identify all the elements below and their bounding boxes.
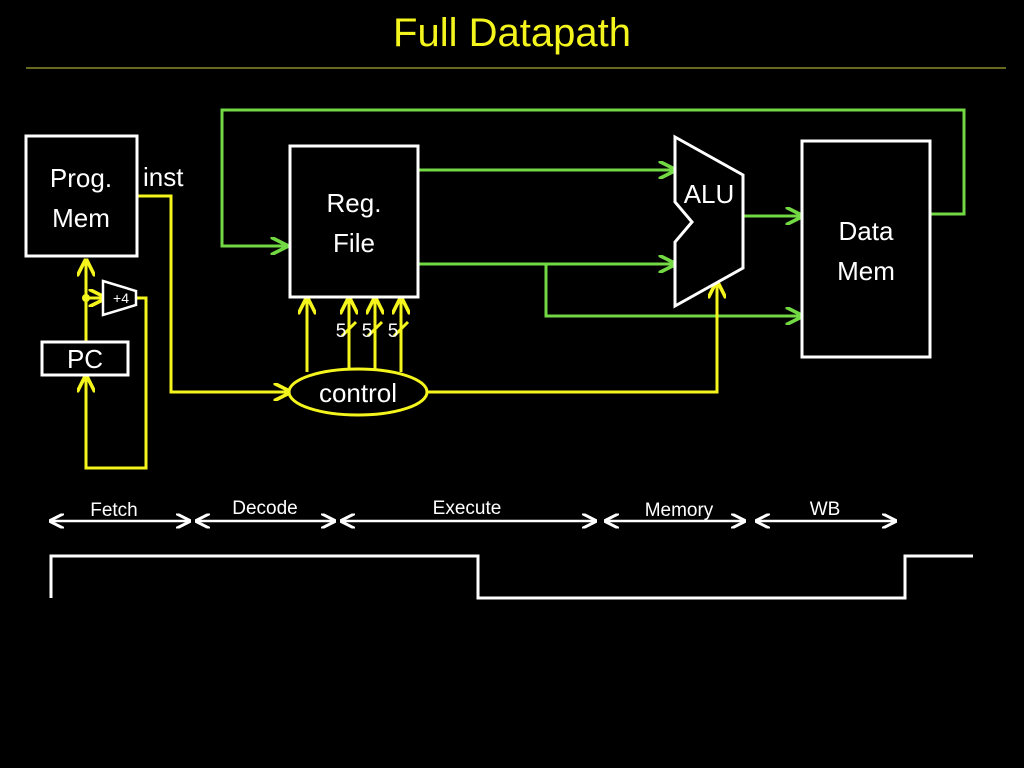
reg-b-to-datamem-wire (544, 264, 800, 316)
prog-mem-label-1: Prog. (50, 163, 112, 193)
stage-label-execute: Execute (433, 498, 502, 519)
data-mem-label-1: Data (839, 216, 894, 246)
data-mem-block (800, 139, 932, 359)
bus-slash-3 (392, 320, 410, 338)
control-unit (287, 367, 429, 417)
adder-to-pc-wire (86, 296, 148, 470)
control-wires (86, 194, 717, 470)
bus-slash-2 (366, 320, 384, 338)
alu-block (673, 134, 745, 309)
stage-label-decode: Decode (232, 498, 298, 519)
writeback-wire (220, 108, 966, 246)
reg-file-block (288, 144, 420, 299)
inst-label: inst (143, 162, 184, 192)
page-title: Full Datapath (393, 11, 631, 55)
bus-slash-1 (340, 320, 358, 338)
pc-label: PC (67, 344, 103, 374)
bus-width-label-1: 5 (336, 321, 347, 342)
prog-mem-label-2: Mem (52, 203, 110, 233)
inst-to-control-wire (137, 194, 288, 392)
bus-width-label-3: 5 (388, 321, 399, 342)
stage-label-fetch: Fetch (90, 500, 138, 521)
adder-label: +4 (113, 290, 129, 306)
alu-label: ALU (684, 179, 735, 209)
control-to-alu-wire (428, 284, 717, 394)
bus-width-label-2: 5 (362, 321, 373, 342)
control-label: control (319, 378, 397, 408)
stage-label-memory: Memory (645, 500, 714, 521)
data-wires (220, 108, 966, 316)
adder-block (101, 279, 138, 317)
wire-junction-dot (82, 294, 90, 302)
reg-file-label-1: Reg. (327, 188, 382, 218)
pc-register (40, 340, 130, 377)
prog-mem-block (24, 134, 139, 258)
clock-waveform (49, 554, 973, 600)
stage-label-wb: WB (810, 499, 841, 520)
reg-file-label-2: File (333, 228, 375, 258)
data-mem-label-2: Mem (837, 256, 895, 286)
